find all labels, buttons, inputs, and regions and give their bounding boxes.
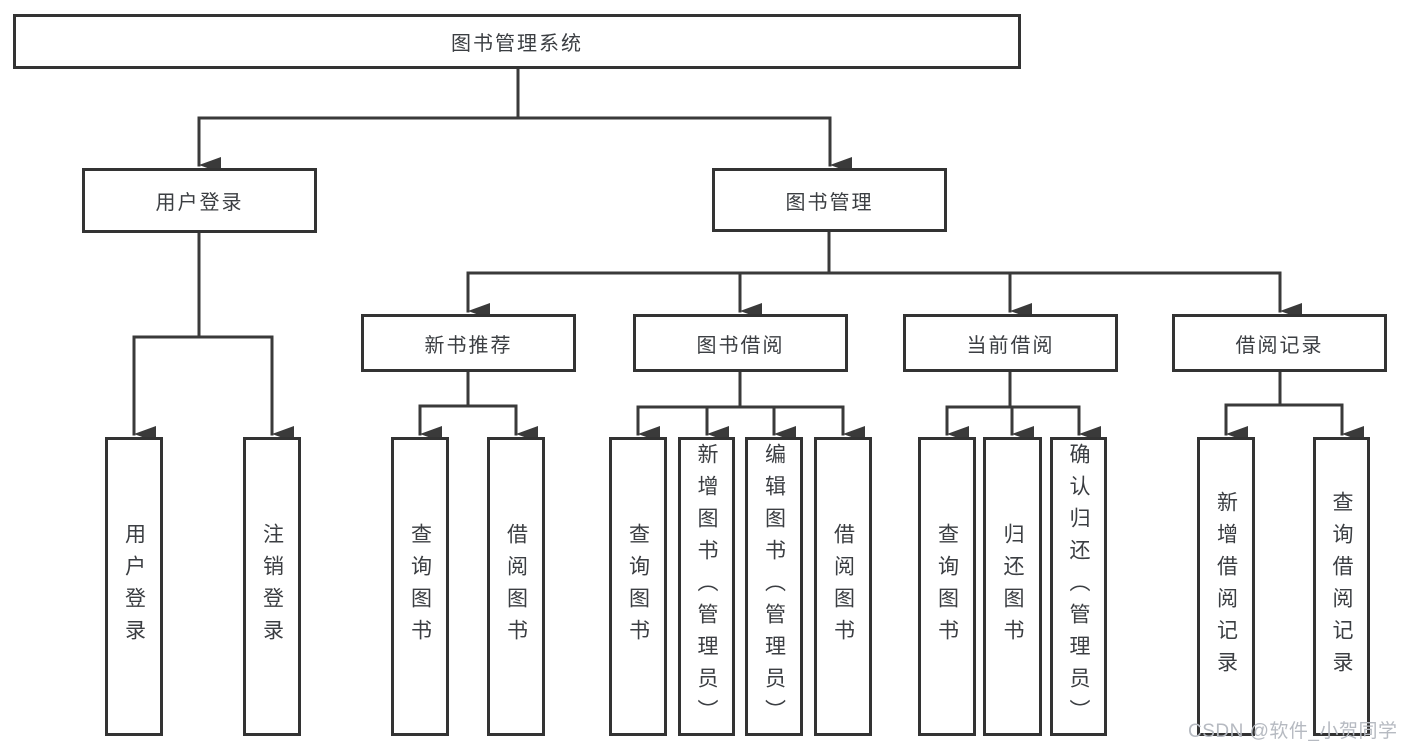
leaf-query-books-current-label: 查询图书 [935,522,959,651]
leaf-query-books-borrowing: 查询图书 [609,437,667,736]
leaf-query-books-newbooks-label: 查询图书 [408,522,432,651]
leaf-user-login: 用户登录 [105,437,163,736]
leaf-add-borrow-record: 新增借阅记录 [1197,437,1255,736]
leaf-logout: 注销登录 [243,437,301,736]
node-borrowing-records: 借阅记录 [1172,314,1387,372]
leaf-query-borrow-record-label: 查询借阅记录 [1330,490,1353,683]
leaf-edit-books-admin: 编辑图书（管理员） [745,437,803,736]
leaf-confirm-return-admin: 确认归还（管理员） [1050,437,1107,736]
leaf-borrow-books-borrowing-label: 借阅图书 [831,522,855,651]
leaf-query-books-current: 查询图书 [918,437,976,736]
node-book-borrowing: 图书借阅 [633,314,848,372]
leaf-add-books-admin-label: 新增图书（管理员） [695,442,718,731]
node-borrowing-records-label: 借阅记录 [1235,334,1324,357]
node-user-login: 用户登录 [82,168,317,233]
node-current-borrowing: 当前借阅 [903,314,1118,372]
leaf-return-books-label: 归还图书 [1001,522,1024,651]
leaf-borrow-books-newbooks: 借阅图书 [487,437,545,736]
leaf-query-books-borrowing-label: 查询图书 [626,522,650,651]
node-new-book-recommend-label: 新书推荐 [424,334,513,357]
node-user-login-label: 用户登录 [155,192,244,214]
leaf-query-borrow-record: 查询借阅记录 [1313,437,1370,736]
leaf-add-books-admin: 新增图书（管理员） [678,437,735,736]
leaf-edit-books-admin-label: 编辑图书（管理员） [762,442,786,731]
leaf-logout-label: 注销登录 [260,522,284,651]
node-new-book-recommend: 新书推荐 [361,314,576,372]
node-book-borrowing-label: 图书借阅 [696,334,785,357]
leaf-user-login-label: 用户登录 [122,522,146,651]
csdn-watermark: CSDN @软件_小贺同学 [1188,721,1398,742]
node-library-system: 图书管理系统 [13,14,1021,69]
leaf-borrow-books-newbooks-label: 借阅图书 [504,522,528,651]
leaf-query-books-newbooks: 查询图书 [391,437,449,736]
leaf-borrow-books-borrowing: 借阅图书 [814,437,872,736]
node-book-management-label: 图书管理 [785,191,874,214]
leaf-confirm-return-admin-label: 确认归还（管理员） [1067,442,1090,731]
leaf-add-borrow-record-label: 新增借阅记录 [1214,490,1238,683]
leaf-return-books: 归还图书 [983,437,1042,736]
node-book-management: 图书管理 [712,168,947,232]
node-current-borrowing-label: 当前借阅 [966,334,1055,357]
node-library-system-label: 图书管理系统 [451,33,583,55]
